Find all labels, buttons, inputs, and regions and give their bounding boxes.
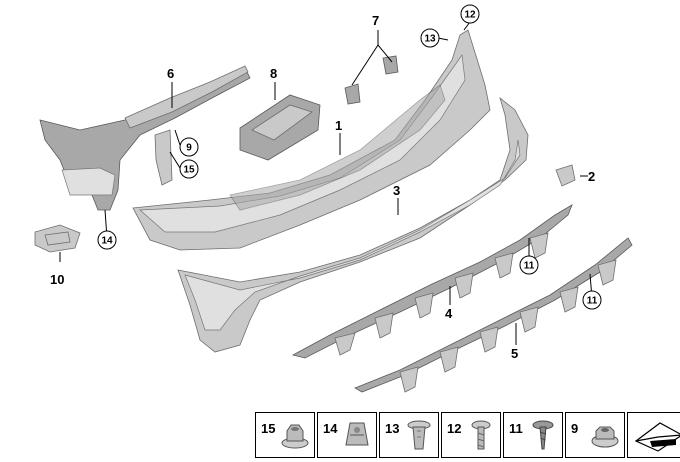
legend-label: 12 [447,421,462,436]
legend-label: 14 [323,421,338,436]
legend-label: 9 [571,421,579,436]
legend-cell-symbol [627,412,680,458]
svg-text:12: 12 [464,10,476,21]
clip-part [555,164,576,187]
diffuser-strip-upper-part [291,204,573,359]
legend-cell-13: 13 [379,412,439,458]
legend-cell-9: 9 [565,412,625,458]
small-bracket-part [34,224,81,253]
legend-cell-15: 15 [255,412,315,458]
legend-cell-11: 11 [503,412,563,458]
callout-1: 1 [335,118,342,133]
expanding-rivet-icon [407,420,431,450]
callout-3: 3 [393,183,400,198]
legend-label: 15 [261,421,276,436]
fastener-legend: 15 14 13 12 11 [255,412,680,458]
circled-callout-13: 13 [420,28,440,48]
wedge-symbol-icon [634,422,680,452]
circled-callout-11-upper: 11 [519,255,539,275]
circled-callout-12: 12 [460,4,480,24]
carrier-bracket-part [39,65,251,211]
callout-5: 5 [511,346,518,361]
bracket-box-part [239,94,321,161]
svg-text:14: 14 [101,236,113,247]
legend-cell-12: 12 [441,412,501,458]
callout-7: 7 [372,13,379,28]
legend-label: 11 [509,421,523,436]
circled-callout-9: 9 [179,137,199,157]
callout-6: 6 [167,66,174,81]
legend-label: 13 [385,421,400,436]
bumper-trim-part [177,96,529,353]
self-tapping-screw-icon [532,420,554,450]
svg-text:13: 13 [424,34,436,45]
callout-2: 2 [588,169,595,184]
flange-nut-icon [281,424,309,449]
callout-4: 4 [445,306,453,321]
callout-8: 8 [270,66,277,81]
svg-text:15: 15 [183,165,195,176]
circled-callout-11-lower: 11 [582,290,602,310]
mount-brackets-part [344,55,399,105]
bumper-panel-part [132,29,491,251]
hex-nut-icon [591,426,619,448]
diffuser-strip-lower-part [354,237,633,393]
callout-10: 10 [50,272,64,287]
svg-text:11: 11 [524,261,535,272]
torx-screw-icon [471,420,491,450]
circled-callout-14: 14 [97,230,117,250]
svg-text:11: 11 [587,296,598,307]
circled-callout-15: 15 [179,159,199,179]
svg-text:9: 9 [186,143,192,154]
clip-nut-icon [345,422,369,446]
legend-cell-14: 14 [317,412,377,458]
